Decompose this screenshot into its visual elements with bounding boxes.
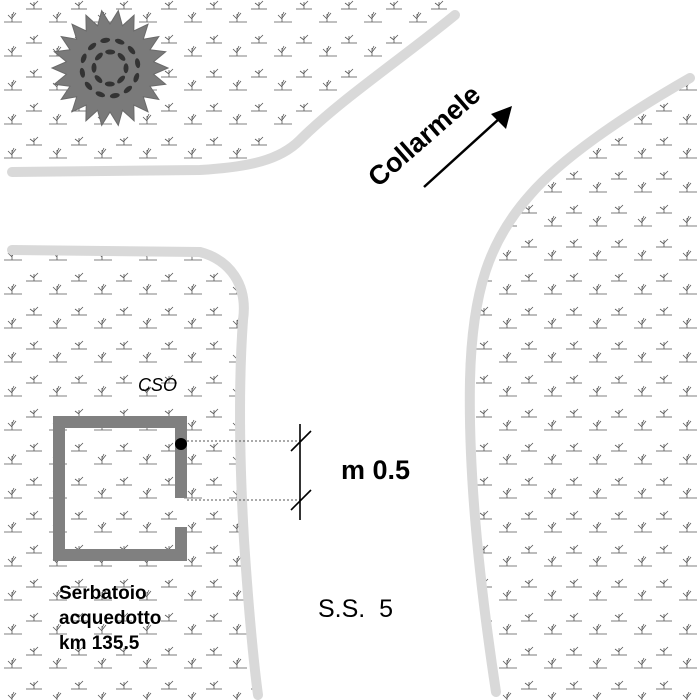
tree-leaf — [91, 62, 97, 73]
tree-leaf — [95, 91, 106, 98]
station-label: CSO — [138, 375, 177, 395]
road-edge-top — [7, 10, 460, 177]
tree-leaf — [104, 81, 115, 87]
tree-leaf — [114, 38, 125, 45]
tree-icon — [50, 9, 170, 127]
tree-leaf — [134, 58, 141, 69]
reservoir-label-line-2: acquedotto — [59, 608, 161, 629]
tree-leaf — [109, 92, 120, 99]
tree-leaf — [133, 72, 140, 83]
tree-leaf — [123, 63, 129, 74]
tree-leaf — [80, 53, 87, 64]
reservoir-label-line-3: km 135.5 — [59, 633, 140, 654]
tree-leaf — [123, 85, 133, 94]
distance-label: m 0.5 — [341, 455, 410, 485]
tree-leaf — [100, 37, 111, 44]
road-edge-right — [464, 73, 695, 697]
road-label: S.S. 5 — [318, 595, 393, 623]
tree-leaf — [117, 75, 126, 84]
tree-leaf — [94, 75, 103, 84]
vegetation-area-left — [0, 248, 256, 700]
tree-leaf — [117, 52, 126, 61]
dimension-tick-top — [290, 430, 312, 452]
tree-leaf — [105, 49, 116, 55]
station-dot-icon — [175, 438, 187, 450]
tree-leaf — [87, 42, 97, 51]
dimension-tick-bottom — [290, 489, 312, 511]
direction-arrow-icon — [423, 106, 512, 188]
road-edge-left — [7, 245, 263, 700]
tree-leaf — [94, 52, 103, 61]
vegetation-area-right — [467, 75, 700, 700]
direction-label: Collarmele — [362, 79, 486, 192]
reservoir-label-line-1: Serbatoio — [59, 583, 147, 604]
reservoir-building — [53, 416, 187, 561]
tree-leaf — [127, 45, 136, 55]
tree-leaf — [79, 67, 86, 78]
tree-leaf — [84, 81, 93, 91]
